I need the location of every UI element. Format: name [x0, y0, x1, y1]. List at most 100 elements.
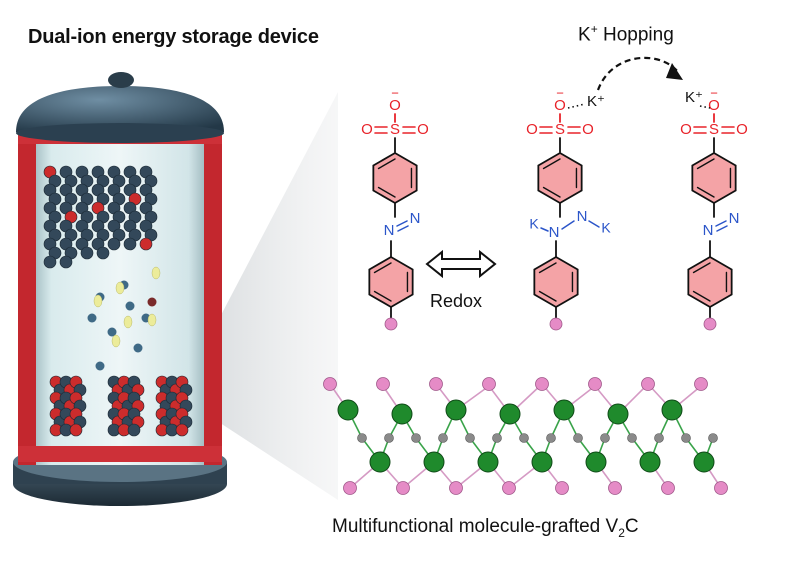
potassium-atom: K	[601, 220, 611, 236]
surface-termination-atom	[429, 377, 443, 391]
device-frame-left	[18, 135, 36, 465]
vanadium-atom	[445, 399, 467, 421]
cation-ellipse	[147, 313, 157, 327]
figure-caption: Multifunctional molecule-grafted V2C	[332, 516, 639, 540]
vanadium-atom	[661, 399, 683, 421]
hopping-arrow	[596, 56, 683, 91]
nitrogen-atom: N	[410, 210, 421, 227]
bond	[540, 227, 549, 232]
ion-ball	[125, 301, 135, 311]
hopping-charge: +	[590, 22, 598, 36]
nitrogen-atom: N	[549, 224, 560, 241]
vanadium-atom	[337, 399, 359, 421]
surface-termination-atom	[661, 481, 675, 495]
cathode-ball	[139, 237, 153, 251]
surface-termination-atom	[323, 377, 337, 391]
benzene-ring	[691, 151, 737, 205]
carbon-atom	[627, 433, 637, 443]
device-illustration	[13, 72, 227, 506]
cation-ellipse	[111, 334, 121, 348]
bond	[377, 158, 396, 170]
vanadium-atom	[639, 451, 661, 473]
nitrogen-atom: N	[729, 210, 740, 227]
cathode-ball	[43, 255, 57, 269]
benzene-ring	[372, 151, 418, 205]
cathode-ball	[80, 246, 94, 260]
potassium-atom: K	[529, 216, 539, 232]
k-plus-label: K⁺	[587, 93, 605, 110]
electrolyte-ions	[87, 266, 161, 371]
hopping-word: Hopping	[597, 24, 674, 46]
vanadium-atom	[607, 403, 629, 425]
oxygen-atom: O	[736, 121, 748, 138]
ionic-bond	[699, 105, 711, 109]
bond	[542, 186, 561, 198]
bond	[538, 290, 557, 302]
vanadium-atom	[477, 451, 499, 473]
surface-termination-atom	[482, 377, 496, 391]
device-cap-rim	[16, 123, 224, 143]
sulfur-atom: S	[709, 121, 719, 138]
cathode-ball	[107, 237, 121, 251]
oxygen-atom: O	[708, 97, 720, 114]
benzene-ring	[687, 255, 733, 309]
ion-ball	[133, 343, 143, 353]
nitrogen-atom: N	[384, 222, 395, 239]
oxygen-atom: O	[554, 97, 566, 114]
carbon-atom	[681, 433, 691, 443]
bond	[692, 262, 711, 274]
minus-sign: −	[391, 85, 399, 100]
surface-termination-atom	[608, 481, 622, 495]
surface-termination-atom	[714, 481, 728, 495]
vanadium-atom	[423, 451, 445, 473]
benzene-ring	[537, 151, 583, 205]
cathode-ball	[59, 255, 73, 269]
nitrogen-atom: N	[703, 222, 714, 239]
vanadium-atom	[499, 403, 521, 425]
caption-text: Multifunctional molecule-grafted V	[332, 516, 619, 537]
minus-sign: −	[710, 85, 718, 100]
ion-ball	[147, 297, 157, 307]
carbon-atom	[492, 433, 502, 443]
cation-ellipse	[115, 281, 125, 295]
anode-ball	[127, 423, 141, 437]
vanadium-atom	[391, 403, 413, 425]
surface-termination-atom	[343, 481, 357, 495]
benzene-ring	[533, 255, 579, 309]
carbon-atom	[465, 433, 475, 443]
vanadium-atom	[369, 451, 391, 473]
carbon-atom	[384, 433, 394, 443]
k-plus-label: K⁺	[685, 89, 703, 106]
bond	[715, 220, 727, 227]
surface-termination-atom	[641, 377, 655, 391]
surface-termination-atom	[396, 481, 410, 495]
carbon-atom	[654, 433, 664, 443]
nitrogen-atom: N	[577, 208, 588, 225]
surface-termination-atom	[502, 481, 516, 495]
bond	[377, 186, 396, 198]
vanadium-atom	[585, 451, 607, 473]
surface-termination-atom	[588, 377, 602, 391]
anchor-atom	[549, 317, 563, 331]
hopping-label: K+ Hopping	[578, 22, 674, 46]
bond	[561, 220, 575, 230]
caption-suffix: C	[624, 516, 639, 537]
cation-ellipse	[93, 294, 103, 308]
caption-subscript: 2	[618, 525, 625, 540]
vanadium-atom	[693, 451, 715, 473]
surface-termination-atom	[555, 481, 569, 495]
surface-termination-atom	[694, 377, 708, 391]
oxygen-atom: O	[389, 97, 401, 114]
anode-ball	[175, 423, 189, 437]
v2c-lattice	[323, 377, 728, 495]
anode-ball	[69, 423, 83, 437]
cathode-ball	[123, 237, 137, 251]
redox-double-arrow	[425, 249, 497, 279]
ionic-bond	[567, 103, 586, 109]
surface-termination-atom	[449, 481, 463, 495]
figure-title: Dual-ion energy storage device	[28, 26, 319, 48]
